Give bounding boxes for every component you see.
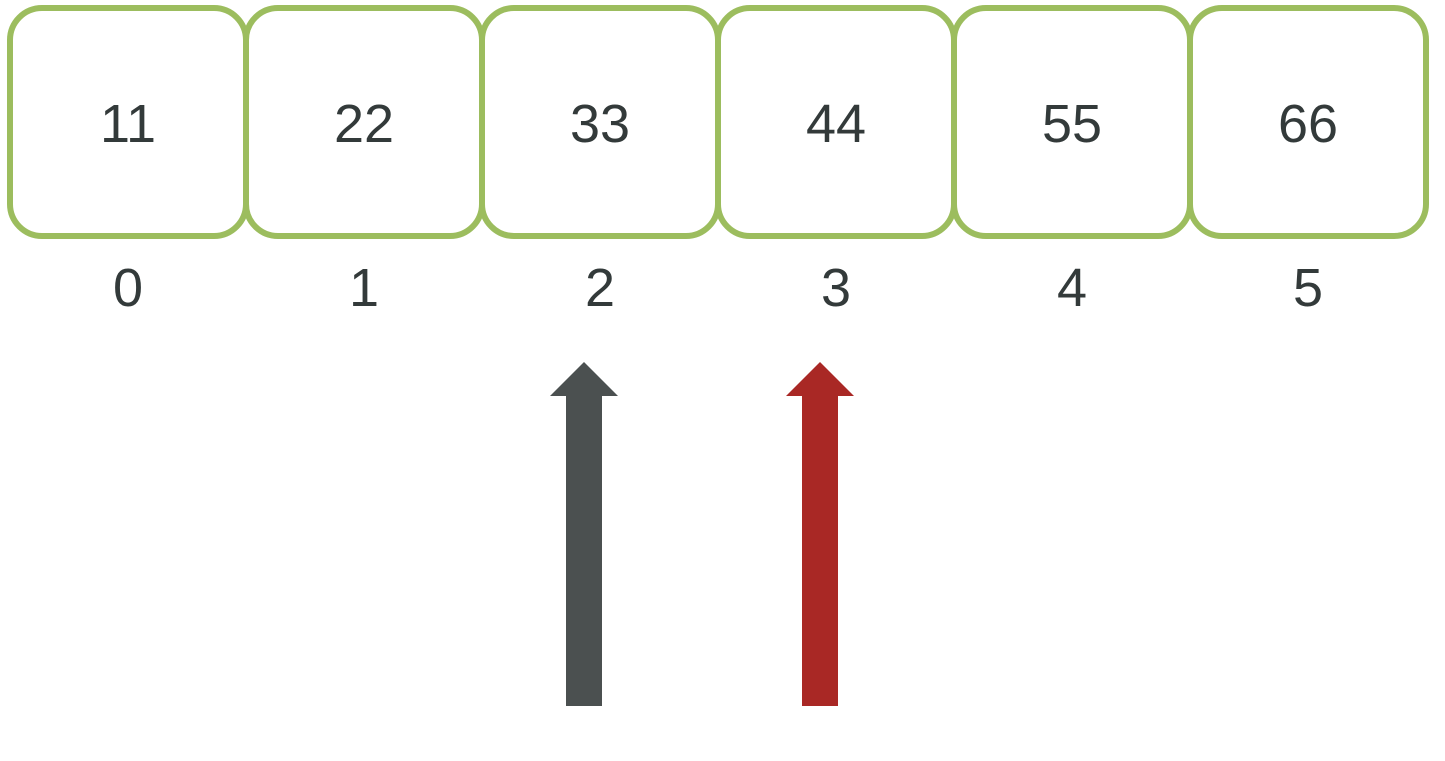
array-cell-value-5: 66 xyxy=(1278,94,1338,154)
array-cell-value-1: 22 xyxy=(334,94,394,154)
pointer-arrows xyxy=(550,362,854,706)
array-index-label-0: 0 xyxy=(113,258,143,318)
array-cell-value-4: 55 xyxy=(1042,94,1102,154)
array-index-label-5: 5 xyxy=(1293,258,1323,318)
array-index-label-1: 1 xyxy=(349,258,379,318)
array-cell-value-2: 33 xyxy=(570,94,630,154)
array-index-label-4: 4 xyxy=(1057,258,1087,318)
array-index-label-3: 3 xyxy=(821,258,851,318)
array-cell-value-0: 11 xyxy=(100,94,156,154)
array-cell-box-5 xyxy=(1187,5,1429,239)
array-index-label-2: 2 xyxy=(585,258,615,318)
red-pointer-arrow-icon xyxy=(786,362,854,706)
array-cells: 11 22 33 44 55 66 xyxy=(7,5,1429,239)
array-cell-value-3: 44 xyxy=(806,94,866,154)
array-indices: 0 1 2 3 4 5 xyxy=(113,258,1323,318)
dark-pointer-arrow-icon xyxy=(550,362,618,706)
